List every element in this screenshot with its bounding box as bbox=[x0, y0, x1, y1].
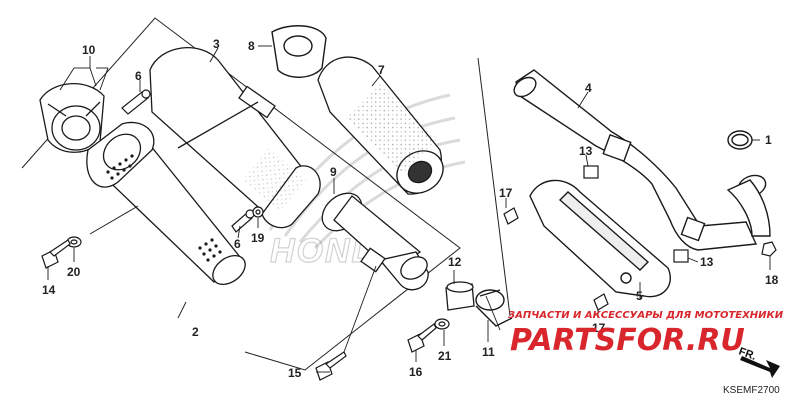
callout-18: 18 bbox=[765, 273, 779, 287]
callout-17b: 17 bbox=[592, 321, 606, 335]
callout-17a: 17 bbox=[499, 186, 513, 200]
callout-3: 3 bbox=[213, 37, 220, 51]
callout-labels: 1 2 3 4 5 6 6 7 8 9 10 11 12 13 13 14 15… bbox=[42, 37, 779, 380]
watermark-tagline: ЗАПЧАСТИ И АКСЕССУАРЫ ДЛЯ МОТОТЕХНИКИ bbox=[508, 310, 784, 321]
callout-8: 8 bbox=[248, 39, 255, 53]
exhaust-header-part bbox=[513, 69, 771, 251]
arrow-icon bbox=[740, 356, 780, 378]
callout-6a: 6 bbox=[135, 69, 142, 83]
end-cap-part bbox=[39, 83, 105, 153]
callout-6b: 6 bbox=[234, 237, 241, 251]
gasket-part bbox=[727, 130, 753, 150]
callout-9: 9 bbox=[330, 165, 337, 179]
callout-16: 16 bbox=[409, 365, 423, 379]
cover-stipple bbox=[346, 83, 438, 175]
callout-12: 12 bbox=[448, 255, 462, 269]
mid-pipe-part bbox=[321, 192, 429, 291]
callout-21: 21 bbox=[438, 349, 452, 363]
callout-10: 10 bbox=[82, 43, 96, 57]
callout-20: 20 bbox=[67, 265, 81, 279]
heat-shield-part bbox=[529, 179, 671, 298]
fasteners bbox=[41, 89, 777, 381]
callout-13b: 13 bbox=[700, 255, 714, 269]
callout-4: 4 bbox=[585, 81, 592, 95]
callout-1: 1 bbox=[765, 133, 772, 147]
watermark-logo: PARTSFOR.RU bbox=[510, 323, 745, 358]
direction-label: FR. bbox=[737, 346, 758, 363]
callout-2: 2 bbox=[192, 325, 199, 339]
diagram-code: KSEMF2700 bbox=[723, 385, 780, 396]
front-direction-arrow: FR. bbox=[737, 346, 780, 378]
assembly-box-right bbox=[477, 57, 511, 317]
callout-11: 11 bbox=[482, 345, 495, 359]
clamp-part bbox=[475, 289, 513, 327]
callout-5: 5 bbox=[636, 289, 643, 303]
callout-13a: 13 bbox=[579, 144, 593, 158]
collar-part bbox=[445, 281, 475, 311]
leader-lines bbox=[47, 45, 771, 373]
callout-7: 7 bbox=[378, 63, 385, 77]
perforations bbox=[106, 154, 222, 262]
callout-19: 19 bbox=[251, 231, 265, 245]
callout-14: 14 bbox=[42, 283, 56, 297]
rubber-block-part bbox=[271, 25, 327, 78]
assembly-box-left bbox=[21, 17, 461, 371]
callout-15: 15 bbox=[288, 366, 302, 380]
muffler-stipple bbox=[242, 148, 308, 212]
